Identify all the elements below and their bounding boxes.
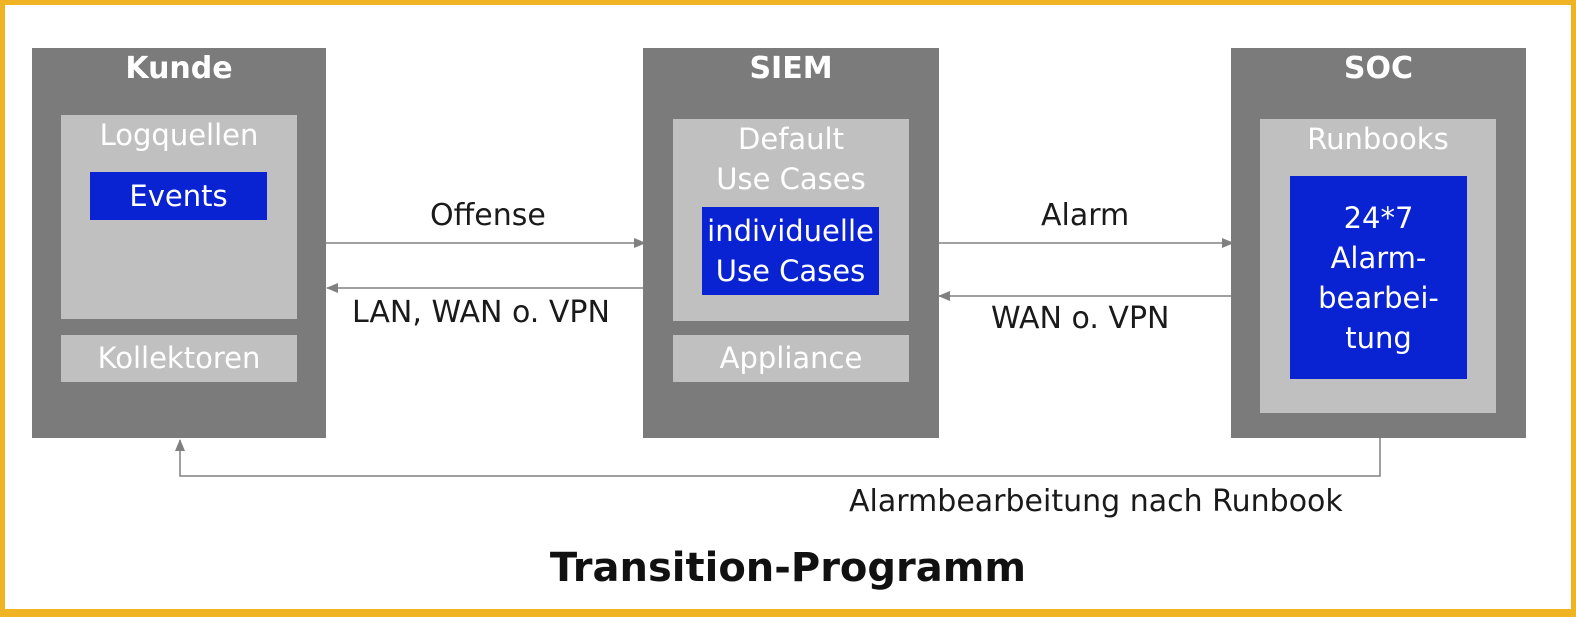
siem-block: SIEM Default Use Cases individuelle Use … [643, 48, 939, 438]
siem-title: SIEM [749, 51, 833, 86]
events-box: Events [90, 172, 267, 220]
kunde-block: Kunde Logquellen Events Kollektoren [32, 48, 326, 438]
wan-vpn-label: WAN o. VPN [991, 301, 1170, 336]
runbooks-label: Runbooks [1307, 122, 1449, 156]
soc-title: SOC [1343, 51, 1414, 86]
individuelle-use-cases-box: individuelle Use Cases [702, 207, 879, 295]
alarmbearbeitung-runbook-label: Alarmbearbeitung nach Runbook [849, 484, 1343, 519]
alarm-label: Alarm [1041, 198, 1130, 233]
footer-title: Transition-Programm [549, 545, 1027, 591]
appliance-panel: Appliance [673, 335, 909, 382]
lan-wan-vpn-label: LAN, WAN o. VPN [352, 295, 610, 330]
offense-label: Offense [430, 198, 546, 233]
use-cases-panel: Default Use Cases individuelle Use Cases [673, 119, 909, 321]
soc-block: SOC Runbooks 24*7 Alarm- bearbei- tung [1231, 48, 1526, 438]
kunde-title: Kunde [125, 51, 233, 86]
kollektoren-label: Kollektoren [97, 341, 261, 375]
runbooks-panel: Runbooks 24*7 Alarm- bearbei- tung [1260, 119, 1496, 413]
kollektoren-panel: Kollektoren [61, 335, 297, 382]
arrow-soc-to-kunde [175, 438, 1381, 477]
logquellen-panel: Logquellen Events [61, 115, 297, 319]
logquellen-label: Logquellen [99, 118, 259, 152]
appliance-label: Appliance [719, 341, 863, 375]
default-use-cases-label: Default Use Cases [716, 122, 866, 196]
alarmbearbeitung-box: 24*7 Alarm- bearbei- tung [1290, 176, 1467, 379]
